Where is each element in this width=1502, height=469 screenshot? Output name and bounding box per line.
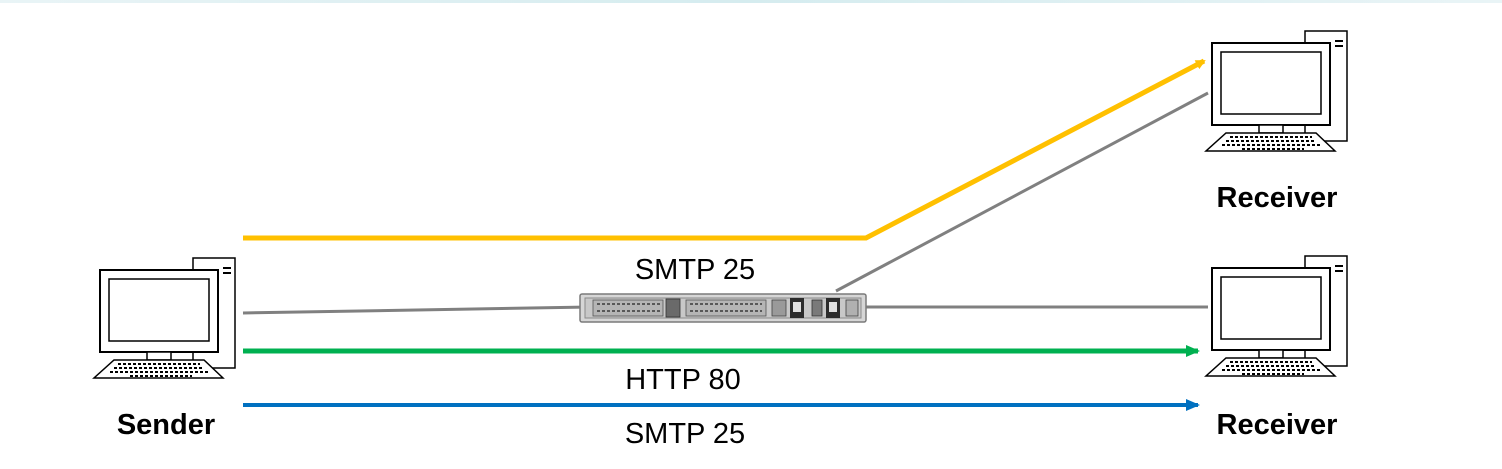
sender-computer-icon — [93, 257, 236, 379]
receiver-bottom-label: Receiver — [1217, 409, 1338, 441]
flow-http-label: HTTP 80 — [625, 364, 741, 396]
link-sender-device — [242, 305, 591, 315]
link-device-receiver-top — [835, 91, 1209, 293]
receiver-bottom-computer-icon — [1205, 255, 1348, 377]
sender-label: Sender — [117, 409, 215, 441]
network-appliance-icon — [579, 293, 867, 323]
flow-smtp-direct-label: SMTP 25 — [625, 418, 745, 450]
flow-smtp-via-device-arrow — [243, 58, 1206, 241]
receiver-top-computer-icon — [1205, 30, 1348, 152]
receiver-top-label: Receiver — [1217, 182, 1338, 214]
flow-smtp-via-device-label: SMTP 25 — [635, 254, 755, 286]
